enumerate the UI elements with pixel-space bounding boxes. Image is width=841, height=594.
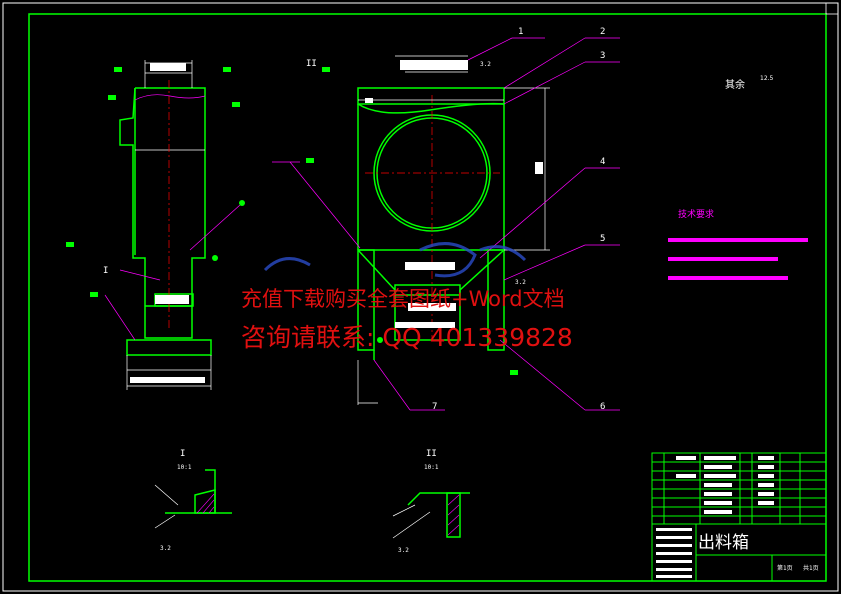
detail-I-hatch [196,493,215,514]
section-label-II: II [306,59,317,69]
side-view-weld-symbols [66,67,245,297]
front-view-weld-symbols [306,67,518,375]
detail-scale-II: 10:1 [424,464,439,471]
watermark-line-1: 充值下载购买全套图纸+Word文档 [241,287,565,311]
sheet-number: 第1页 [777,564,793,572]
drawing-title: 出料箱 [698,533,749,553]
detail-title-I: I [180,449,185,459]
detail-title-II: II [426,449,437,459]
front-view-leaders [272,37,620,411]
roughness-mark-I: 3.2 [160,545,171,552]
side-view-leaders [104,94,241,341]
drawing-frame [28,13,827,582]
part-number-1: 1 [518,27,523,37]
roughness-mark-top: 3.2 [480,61,491,68]
detail-leaders [154,484,431,539]
detail-scale-I: 10:1 [177,464,192,471]
watermark-line-2: 咨询请联系: QQ 401339828 [241,323,573,352]
front-view-dims [357,55,550,405]
side-view [119,87,212,356]
part-number-4: 4 [600,157,605,167]
sheet-total: 共1页 [803,564,819,572]
roughness-note-value: 12.5 [760,75,774,82]
title-block-cells [656,456,774,578]
logo-watermark [263,242,527,278]
tech-requirements-title: 技术要求 [678,208,714,220]
front-view-centerlines [365,95,500,340]
section-label-I: I [103,266,108,276]
part-number-3: 3 [600,51,605,61]
title-block [651,452,827,582]
side-view-blocks [130,63,205,383]
part-number-6: 6 [600,402,605,412]
part-number-7: 7 [432,402,437,412]
front-view-blocks [365,60,543,328]
part-number-5: 5 [600,234,605,244]
frame-corner-mark [825,2,839,15]
tech-requirement-lines [668,238,808,280]
part-number-2: 2 [600,27,605,37]
roughness-note: 其余 [725,78,745,91]
roughness-mark-right: 3.2 [515,279,526,286]
detail-II [407,492,470,538]
roughness-mark-II: 3.2 [398,547,409,554]
detail-I [165,469,232,514]
detail-II-hatch [447,494,460,536]
